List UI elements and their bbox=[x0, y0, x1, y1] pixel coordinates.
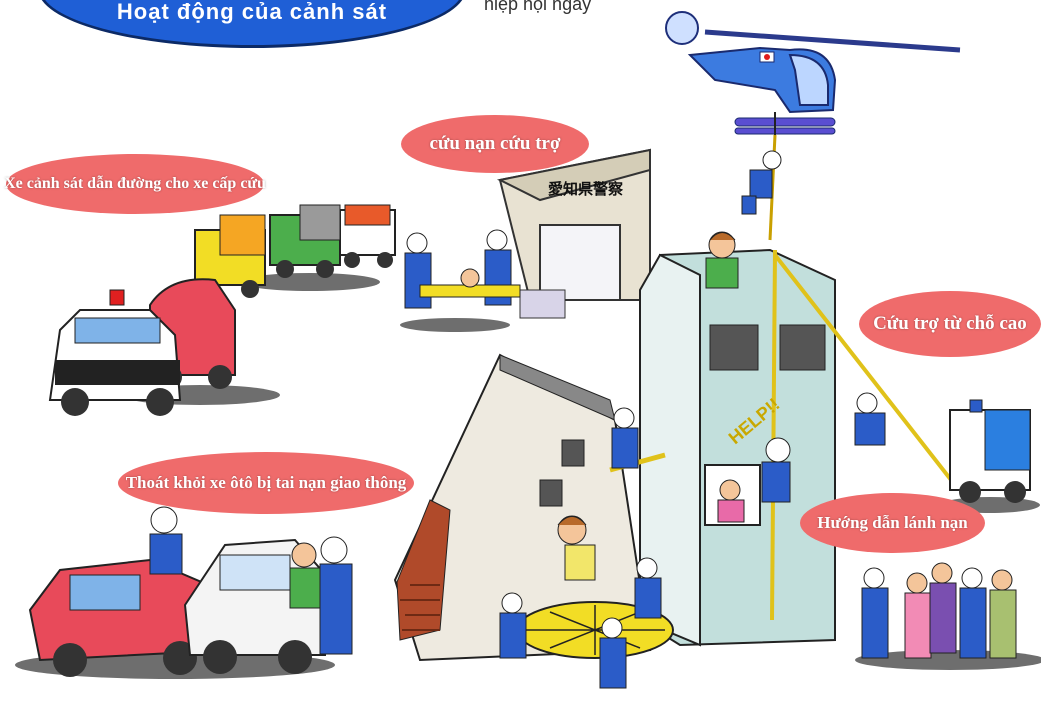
truck-icon bbox=[269, 204, 341, 278]
falling-person bbox=[557, 515, 596, 581]
red-car-icon bbox=[28, 558, 232, 677]
police-van-icon bbox=[949, 399, 1031, 503]
top-caption: hiệp hội ngày bbox=[484, 0, 592, 14]
person-on-roof bbox=[705, 231, 739, 289]
label-escort: Xe cảnh sát dẫn đường cho xe cấp cứu bbox=[4, 154, 266, 214]
label-rescue: cứu nạn cứu trợ bbox=[401, 115, 589, 173]
building-sign: 愛知県警察 bbox=[548, 180, 624, 198]
vehicle-convoy bbox=[48, 204, 396, 416]
truck-icon bbox=[339, 204, 396, 268]
helicopter-icon bbox=[665, 11, 961, 145]
police-building bbox=[496, 148, 651, 319]
title-text: Hoạt động của cảnh sát bbox=[116, 0, 388, 24]
police-car-icon bbox=[48, 289, 182, 416]
title-banner: Hoạt động của cảnh sát bbox=[38, 0, 466, 48]
collapsed-building bbox=[393, 353, 666, 662]
crashed-cars bbox=[28, 506, 353, 677]
label-traffic-accident: Thoát khỏi xe ôtô bị tai nạn giao thông bbox=[118, 452, 414, 514]
label-evacuation: Hướng dẫn lánh nạn bbox=[800, 493, 985, 553]
stretcher-icon bbox=[419, 268, 521, 298]
hanging-rescuer bbox=[741, 134, 782, 241]
truck-icon bbox=[194, 214, 266, 298]
label-height-rescue: Cứu trợ từ chỗ cao bbox=[859, 291, 1041, 357]
evacuation-group bbox=[861, 562, 1017, 659]
tall-tower bbox=[638, 248, 836, 647]
